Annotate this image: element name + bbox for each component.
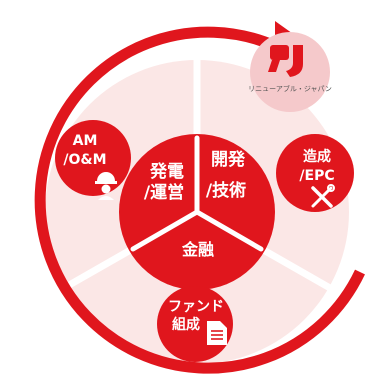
label-dev-tech-line1: 開発: [211, 149, 246, 170]
label-am-om-line2: /O&M: [63, 152, 106, 168]
label-finance: 金融: [181, 240, 214, 259]
worker-helmet-icon: [95, 172, 117, 200]
company-logo-icon: [268, 45, 303, 77]
label-gen-ops-line2: /運営: [144, 182, 184, 203]
company-name: リニューアブル・ジャパン: [248, 84, 332, 93]
label-am-om-line1: AM: [73, 133, 98, 149]
label-dev-tech-line2: /技術: [206, 180, 246, 201]
construction-circle: [276, 134, 354, 212]
cycle-arrow: [34, 26, 365, 374]
label-construction-line1: 造成: [303, 148, 331, 165]
label-construction-line2: /EPC: [299, 168, 334, 184]
wrench-screwdriver-icon: [311, 184, 335, 208]
label-gen-ops-line1: 発電: [149, 161, 184, 182]
center-dividers: [130, 135, 264, 252]
label-fund-line2: 組成: [172, 316, 200, 333]
document-icon: [207, 321, 227, 345]
label-fund-line1: ファンド: [168, 299, 224, 315]
